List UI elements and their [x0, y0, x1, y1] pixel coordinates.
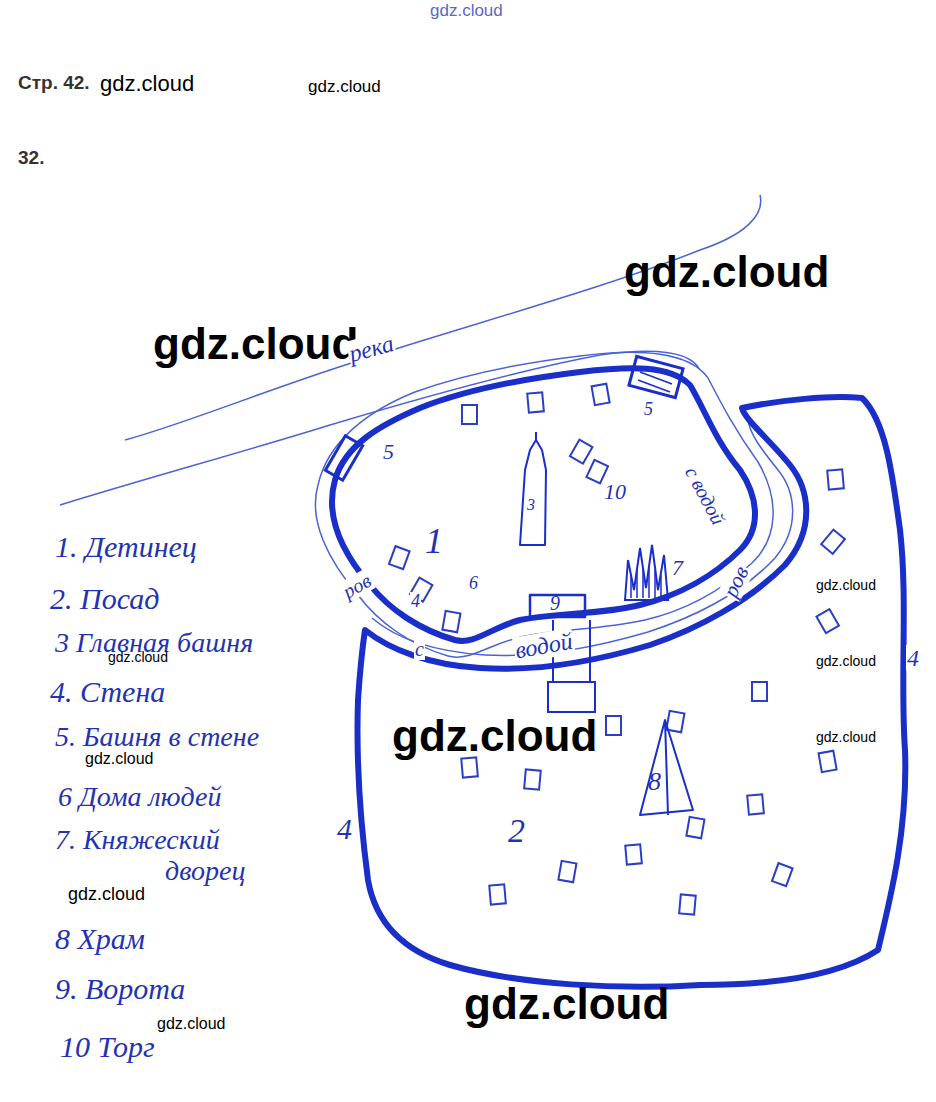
house — [772, 863, 793, 886]
map-label: 7 — [671, 556, 684, 580]
map-label: 5 — [382, 440, 395, 464]
legend-entry: 9. Ворота — [55, 972, 185, 1005]
region-outline — [636, 715, 696, 820]
gate: 9 — [526, 590, 588, 620]
region-outline — [508, 432, 552, 550]
temple: 8 — [636, 715, 696, 820]
callout-number: 3 — [527, 496, 535, 514]
house — [489, 884, 506, 904]
house — [827, 469, 844, 489]
map-label: 10 — [603, 480, 627, 504]
callout-number: 9 — [550, 592, 560, 614]
watermark: gdz.cloud — [392, 712, 597, 760]
house — [558, 861, 576, 882]
main-tower: 3 — [508, 432, 552, 550]
watermark: gdz.cloud — [308, 78, 381, 97]
exercise-number: 32. — [18, 148, 44, 169]
watermark: gdz.cloud — [816, 578, 876, 593]
legend-entry: 6 Дома людей — [58, 782, 222, 813]
callout-number: 1 — [425, 522, 443, 562]
house — [686, 817, 704, 838]
legend-entry: 5. Башня в стене — [55, 722, 259, 753]
watermark: gdz.cloud — [108, 650, 168, 665]
map-label: 4 — [336, 812, 353, 845]
legend-entry: 10 Торг — [60, 1030, 155, 1063]
map-label: 4 — [410, 592, 421, 612]
house — [389, 546, 410, 569]
house — [752, 682, 767, 701]
house — [524, 769, 541, 789]
map-label: с — [414, 638, 425, 660]
house — [606, 716, 621, 735]
house — [625, 844, 642, 864]
watermark: gdz.cloud — [157, 1015, 226, 1033]
watermark: gdz.cloud — [816, 654, 876, 669]
palace — [625, 545, 668, 600]
map-label: 5 — [643, 400, 654, 420]
watermark: gdz.cloud — [816, 730, 876, 745]
house — [570, 440, 592, 464]
house — [747, 794, 764, 814]
house — [442, 611, 460, 632]
map-label: 6 — [468, 574, 479, 594]
region-outline — [345, 388, 915, 993]
house — [592, 384, 610, 405]
watermark: gdz.cloud — [68, 885, 145, 905]
posad-region: 28 — [345, 388, 915, 993]
callout-number: 8 — [648, 768, 661, 797]
moat-line — [315, 352, 773, 657]
legend-entry: 7. Княжеский дворец — [55, 825, 270, 887]
map-label: водой — [512, 628, 576, 664]
watermark: gdz.cloud — [100, 72, 194, 96]
watermark: gdz.cloud — [153, 320, 358, 368]
house — [819, 751, 837, 772]
house — [816, 609, 838, 633]
legend-entry: 8 Храм — [55, 922, 145, 955]
legend-entry: 1. Детинец — [55, 530, 197, 563]
watermark: gdz.cloud — [464, 980, 669, 1028]
house — [821, 530, 845, 554]
house — [666, 711, 684, 732]
legend-entry: 4. Стена — [50, 675, 165, 708]
house — [679, 894, 696, 914]
callout-number: 2 — [508, 812, 525, 849]
watermark: gdz.cloud — [430, 2, 503, 21]
page-number: Стр. 42. — [18, 73, 90, 94]
wall-tower — [325, 356, 683, 480]
houses — [389, 384, 845, 915]
legend-entry: 2. Посад — [50, 582, 159, 615]
map-label: с водой — [681, 462, 731, 529]
map-label: 4 — [906, 645, 920, 671]
house — [461, 757, 478, 777]
river-bank — [60, 195, 761, 505]
house — [462, 405, 477, 424]
map-label: ров — [338, 569, 376, 603]
house — [527, 392, 544, 412]
watermark: gdz.cloud — [624, 248, 829, 296]
watermark: gdz.cloud — [85, 750, 154, 768]
